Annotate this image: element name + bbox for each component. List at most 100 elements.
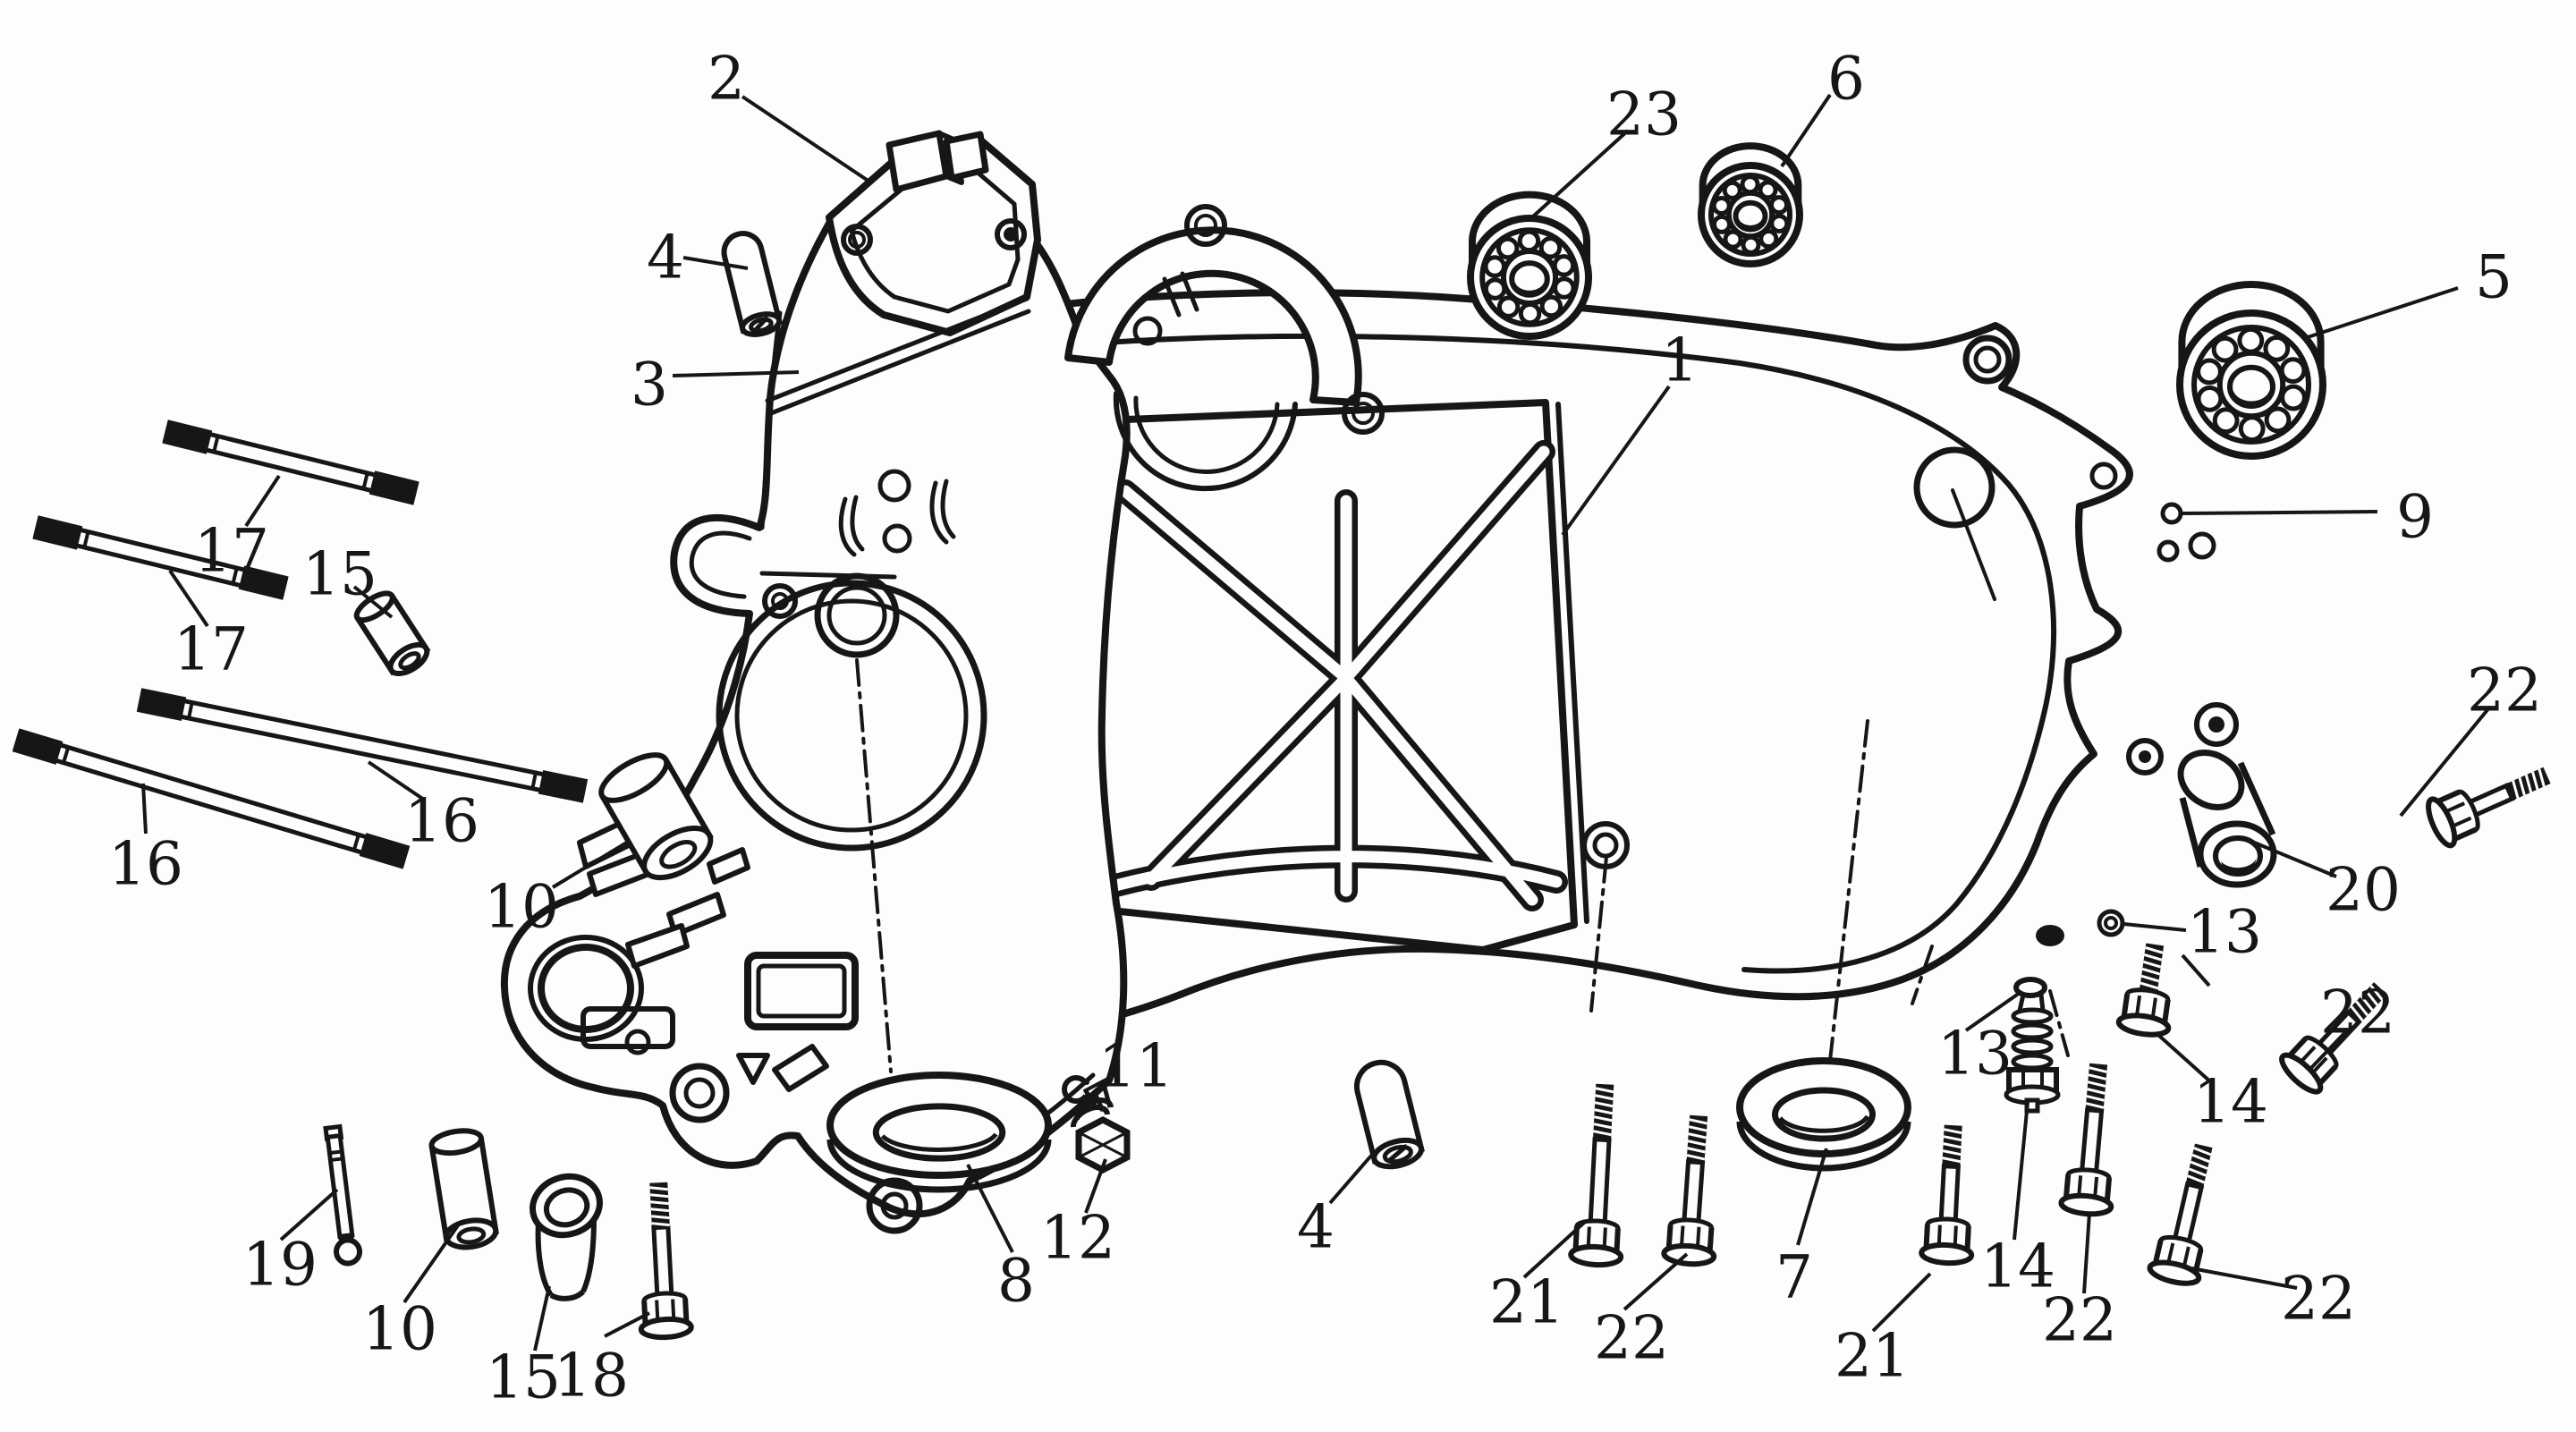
stud-drawing	[162, 419, 419, 505]
oil-seal-drawing	[1736, 1057, 1911, 1172]
part-callout: 22	[1594, 1252, 1689, 1373]
stud-drawing	[12, 728, 411, 869]
end-cap-drawing	[2177, 750, 2277, 888]
drain-bolt-drawing	[1071, 1087, 1131, 1174]
bolt-flange	[2426, 796, 2458, 849]
part-number-label: 22	[2320, 979, 2395, 1047]
flange-bolt-drawing	[2115, 943, 2172, 1038]
part-callout: 22	[2399, 657, 2542, 818]
bearing-ball	[1517, 229, 1541, 253]
part-number-label: 2	[708, 45, 745, 114]
part-number-label: 16	[108, 830, 183, 899]
part-callout: 17	[168, 569, 249, 684]
bolt-shaft	[1682, 1159, 1706, 1226]
part-callout: 7	[1775, 1148, 1828, 1312]
bolt-flange	[2279, 1052, 2324, 1095]
part-callout: 20	[2241, 835, 2401, 925]
spigot-tab	[886, 130, 950, 193]
leader-line	[1623, 1252, 1689, 1311]
bearing-ball	[2196, 358, 2223, 386]
bottom-pad	[744, 952, 859, 1030]
part-callout: 17	[194, 474, 281, 586]
leader-line	[2182, 510, 2378, 515]
bolt-flange	[638, 1316, 694, 1341]
part-number-label: 10	[484, 873, 559, 942]
part-number-label: 23	[1606, 80, 1682, 149]
part-number-label: 22	[1594, 1304, 1669, 1373]
oil-seal-drawing	[826, 1072, 1052, 1193]
part-callout: 15	[302, 540, 394, 619]
part-number-label: 15	[302, 540, 377, 609]
part-callout: 13	[1937, 991, 2021, 1089]
part-callout: 16	[108, 783, 183, 899]
part-number-label: 8	[997, 1247, 1035, 1316]
part-callout: 14	[2157, 1034, 2268, 1137]
bushing-drawing	[428, 1128, 499, 1250]
part-callout: 23	[1531, 80, 1682, 218]
leader-line	[1084, 1158, 1107, 1214]
leader-line	[168, 569, 209, 628]
bearing-ball	[1723, 229, 1743, 250]
bearing-ball	[1496, 295, 1521, 318]
part-number-label: 21	[1835, 1322, 1910, 1391]
belt-tunnel	[1057, 399, 1630, 953]
cylinder-flange	[765, 130, 1041, 416]
dowel-pin-drawing	[1354, 1059, 1425, 1170]
bolt-shaft	[1938, 1164, 1961, 1225]
leader-line	[1328, 1154, 1373, 1205]
bolt-flange	[1919, 1241, 1975, 1267]
part-number-label: 12	[1040, 1204, 1115, 1273]
leader-line	[741, 95, 874, 185]
bearing-ball	[1496, 236, 1520, 260]
leader-line	[604, 1311, 650, 1338]
part-number-label: 5	[2475, 243, 2512, 312]
part-number-label: 22	[2281, 1265, 2356, 1334]
part-number-label: 9	[2396, 483, 2434, 552]
crank-boss	[814, 572, 900, 658]
bolt-flange	[1568, 1243, 1624, 1268]
part-callout: 5	[2307, 243, 2512, 339]
leader-line	[2308, 1029, 2349, 1072]
flange-bolt-drawing	[1568, 1083, 1624, 1268]
part-number-label: 4	[1297, 1193, 1335, 1262]
bolt-shaft	[2172, 1181, 2205, 1246]
leader-line	[1780, 93, 1832, 168]
projection-lines	[855, 658, 2070, 1073]
part-number-label: 4	[647, 224, 684, 292]
spring-coil	[2011, 1022, 2054, 1040]
flange-bolt-drawing	[2058, 1063, 2114, 1217]
part-number-label: 14	[1980, 1233, 2055, 1301]
part-callout: 4	[1297, 1154, 1373, 1262]
part-callout: 21	[1835, 1272, 1932, 1391]
leader-line	[1871, 1272, 1932, 1333]
part-number-label: 14	[2193, 1068, 2268, 1137]
part-callout: 10	[484, 839, 631, 942]
bolt-flange	[2115, 1013, 2172, 1038]
stepped-pin-drawing	[323, 1123, 363, 1267]
part-number-label: 3	[631, 351, 668, 419]
bearing-ball	[2263, 335, 2291, 362]
ball-bearing-drawing	[1698, 142, 1803, 267]
part-callout: 16	[367, 760, 479, 856]
part-callout: 6	[1780, 45, 1865, 168]
stud-drawing	[32, 515, 289, 600]
crank-chamber-circle	[716, 580, 987, 852]
part-number-label: 22	[2042, 1286, 2117, 1355]
leader-line	[2307, 286, 2459, 339]
bearing-ball	[1722, 180, 1742, 200]
bolt-flange	[2147, 1259, 2202, 1286]
leader-line	[1531, 129, 1630, 218]
bearing-ball	[1741, 234, 1761, 255]
flange-bolt-drawing	[638, 1182, 694, 1341]
leader-line	[402, 1224, 460, 1304]
part-number-label: 22	[2467, 657, 2542, 725]
flange-bolt-drawing	[2279, 982, 2387, 1095]
bearing-ball	[1539, 294, 1563, 318]
bearing-ball	[2280, 384, 2307, 411]
bearing-ball	[1538, 236, 1563, 259]
part-number-label: 13	[1937, 1020, 2012, 1089]
bolt-flange	[1661, 1242, 1717, 1267]
flange-bolt-drawing	[2147, 1143, 2213, 1286]
